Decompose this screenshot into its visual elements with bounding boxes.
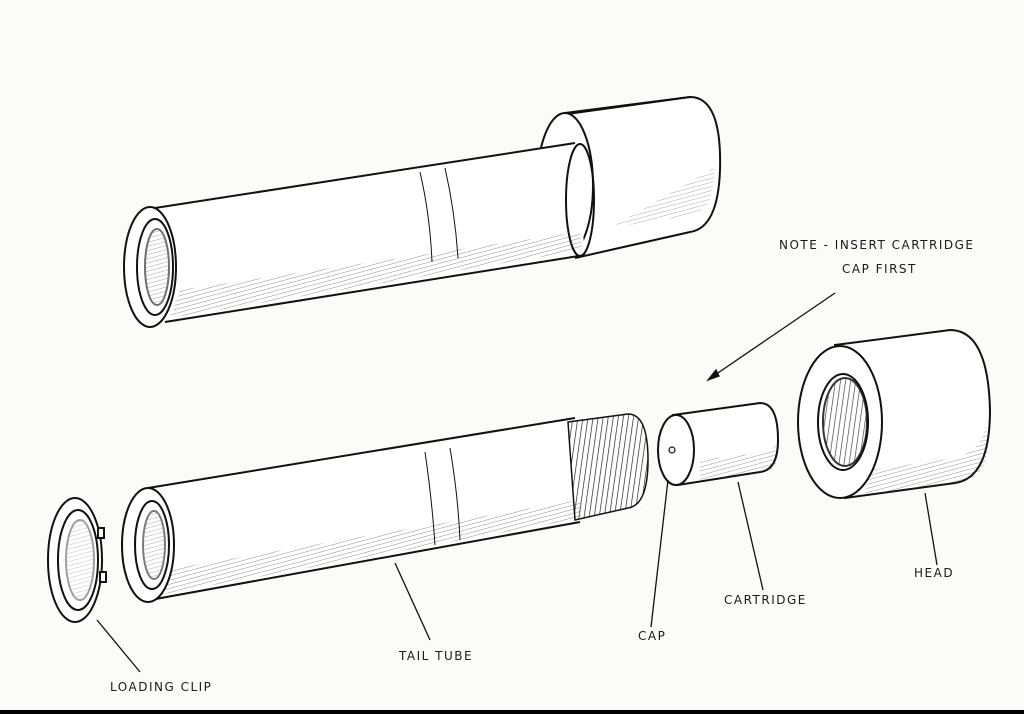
head-part	[797, 328, 992, 500]
leader-lines	[96, 292, 938, 673]
note-leader	[711, 292, 836, 378]
assembled-loading-clip	[123, 206, 177, 328]
head-leader	[924, 492, 938, 566]
assembled-unit	[123, 95, 722, 328]
assembled-tail-tube	[154, 142, 595, 323]
tail-tube-leader	[394, 562, 431, 641]
head-label: HEAD	[914, 566, 955, 580]
cartridge-part	[657, 401, 780, 487]
bottom-border	[0, 710, 1024, 714]
loading-clip-label: LOADING CLIP	[110, 680, 213, 694]
cap-leader	[650, 479, 669, 628]
tail-tube-part	[121, 413, 649, 603]
cartridge-label: CARTRIDGE	[724, 593, 807, 607]
cap-label: CAP	[638, 629, 667, 643]
tail-tube-label: TAIL TUBE	[399, 649, 474, 663]
loading-clip-part	[47, 497, 107, 623]
loading-clip-leader	[96, 619, 141, 673]
note-label-line1: NOTE - INSERT CARTRIDGE	[779, 238, 975, 252]
note-label-line2: CAP FIRST	[842, 262, 917, 276]
cartridge-leader	[737, 481, 764, 591]
note-arrowhead	[706, 368, 720, 382]
